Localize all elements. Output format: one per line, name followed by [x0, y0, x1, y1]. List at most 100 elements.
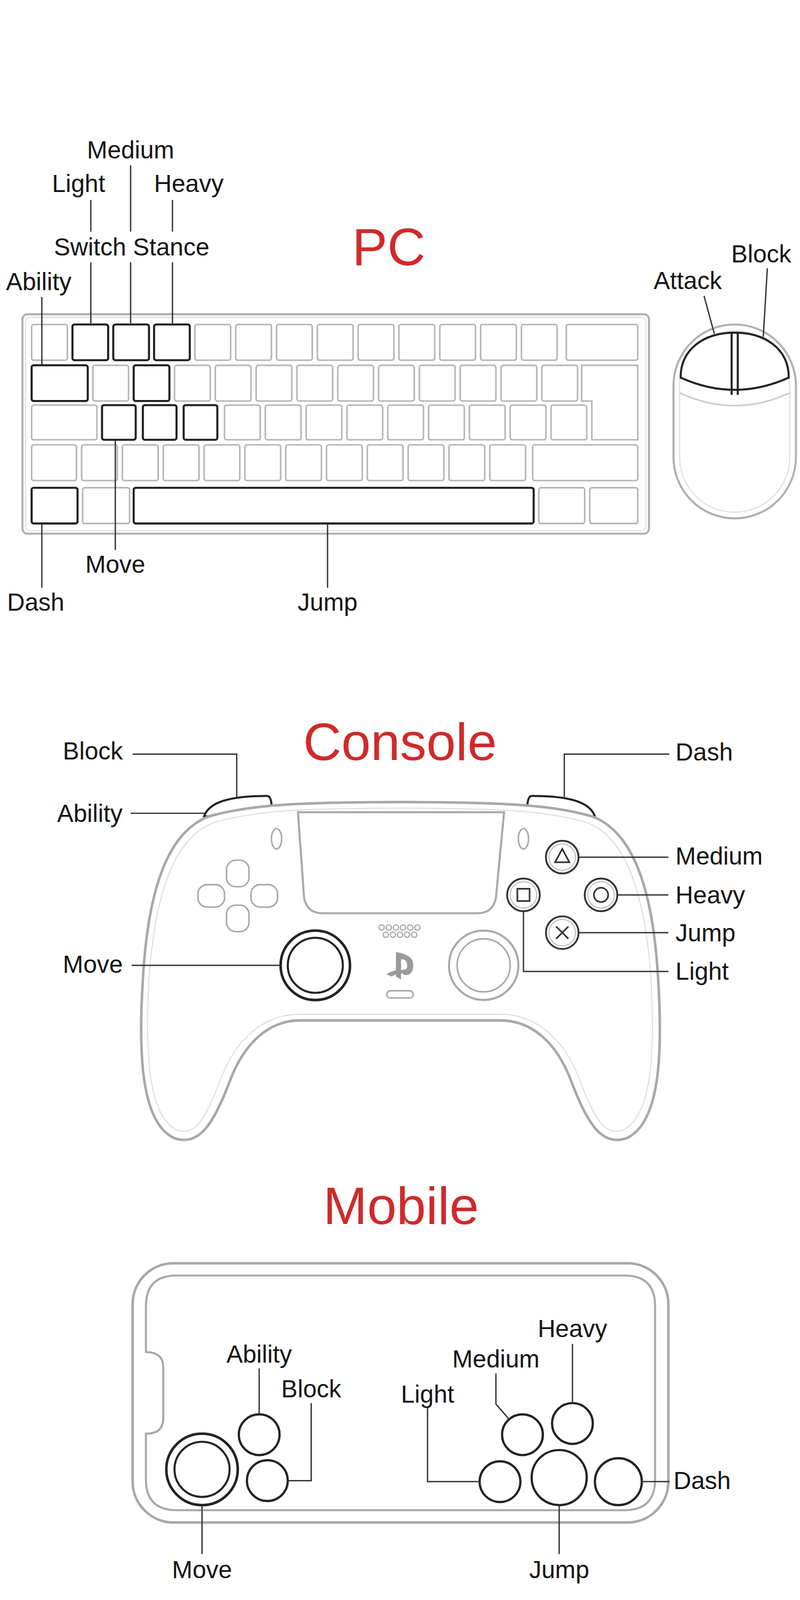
- keyboard-key: [215, 365, 252, 402]
- leader-line: [201, 1505, 203, 1555]
- console-leaders: [130, 754, 670, 972]
- keyboard-key: [347, 405, 383, 440]
- keyboard-key: [265, 405, 301, 440]
- keyboard-key: [204, 444, 240, 481]
- keyboard-key: [358, 324, 395, 360]
- left-stick: [280, 930, 350, 1000]
- control-label: Medium: [452, 1345, 540, 1373]
- touch-button: [594, 1458, 642, 1506]
- keyboard-key: [31, 324, 68, 360]
- keyboard-key: [428, 405, 465, 440]
- keyboard-key: [510, 405, 547, 440]
- phone: [132, 1263, 669, 1523]
- leader-line: [90, 200, 92, 232]
- speaker-hole: [414, 924, 421, 931]
- keyboard-key: [113, 324, 149, 360]
- speaker-hole: [393, 924, 399, 931]
- left-stick-cap: [288, 937, 343, 993]
- control-label: Medium: [86, 136, 175, 164]
- dpad-left: [197, 884, 225, 908]
- control-label: Block: [731, 240, 791, 268]
- keyboard-key: [337, 365, 374, 402]
- right-stick: [449, 930, 519, 1000]
- controller: [141, 795, 661, 1140]
- control-label: Switch Stance: [53, 233, 210, 261]
- speaker-hole: [407, 924, 413, 931]
- mouse-palm-line: [679, 393, 790, 406]
- section-heading: PC: [352, 218, 426, 277]
- enter-key: [581, 365, 638, 440]
- mouse-body: [673, 324, 797, 519]
- control-label: Block: [62, 737, 123, 765]
- keyboard: [22, 314, 650, 534]
- control-label: Ability: [57, 800, 123, 828]
- control-label: Heavy: [154, 170, 224, 198]
- control-label: Medium: [675, 842, 764, 870]
- cross-button: [546, 916, 579, 949]
- ps-logo: [386, 970, 405, 977]
- keyboard-key: [541, 365, 578, 402]
- button-rim: [510, 881, 538, 909]
- keyboard-key: [306, 405, 342, 440]
- mouse: [673, 324, 797, 519]
- leader-line: [427, 1408, 480, 1482]
- control-label: Attack: [653, 267, 723, 295]
- keyboard-key: [532, 444, 638, 481]
- keyboard-key: [326, 444, 363, 481]
- keyboard-body: [22, 314, 650, 534]
- mobile-leaders: [202, 1344, 670, 1555]
- keyboard-key: [538, 488, 585, 524]
- mouse-divider: [736, 332, 739, 396]
- keyboard-key: [480, 324, 517, 360]
- mouse-inner-edge: [679, 330, 790, 513]
- keyboard-key: [489, 444, 526, 481]
- keyboard-key: [469, 405, 506, 440]
- keyboard-key: [276, 324, 312, 360]
- keyboard-key: [31, 444, 77, 481]
- keyboard-key: [566, 324, 638, 360]
- keyboard-key: [122, 444, 159, 481]
- circle-symbol: [594, 888, 609, 903]
- keyboard-key: [142, 405, 177, 440]
- keyboard-key: [460, 365, 496, 402]
- leader-line: [41, 523, 43, 589]
- keyboard-key: [398, 324, 435, 360]
- speaker-hole: [390, 932, 396, 938]
- phone-body: [132, 1263, 669, 1523]
- leader-line: [171, 200, 173, 232]
- speaker-hole: [397, 932, 403, 938]
- keyboard-key: [419, 365, 455, 402]
- leader-line: [90, 262, 92, 325]
- keyboard-key: [500, 365, 537, 402]
- triangle-symbol: [555, 849, 570, 863]
- triangle-button: [546, 841, 579, 874]
- keyboard-key: [235, 324, 272, 360]
- controller-inner-edge: [147, 808, 653, 1132]
- right-stick-cap: [457, 938, 510, 992]
- leader-line: [523, 911, 669, 972]
- leader-line: [326, 523, 328, 589]
- leader-line: [130, 812, 206, 814]
- speaker-hole: [404, 932, 410, 938]
- leader-line: [642, 1481, 670, 1483]
- dpad-down: [226, 905, 250, 932]
- dpad-up: [226, 860, 250, 887]
- keyboard-key: [449, 444, 485, 481]
- control-label: Jump: [529, 1555, 589, 1583]
- keyboard-key: [317, 324, 354, 360]
- control-label: Light: [401, 1380, 455, 1408]
- control-label: Dash: [6, 588, 64, 616]
- button-rim: [548, 843, 576, 871]
- leader-line: [171, 262, 173, 325]
- keyboard-key: [82, 488, 130, 524]
- speaker-hole: [379, 924, 385, 931]
- touch-button: [238, 1414, 280, 1456]
- touchpad: [298, 812, 504, 914]
- keyboard-key: [174, 365, 211, 402]
- control-label: Dash: [673, 1467, 731, 1495]
- ps-logo: [395, 952, 414, 980]
- touch-button: [552, 1403, 594, 1445]
- keyboard-key: [163, 444, 199, 481]
- leader-line: [578, 931, 669, 933]
